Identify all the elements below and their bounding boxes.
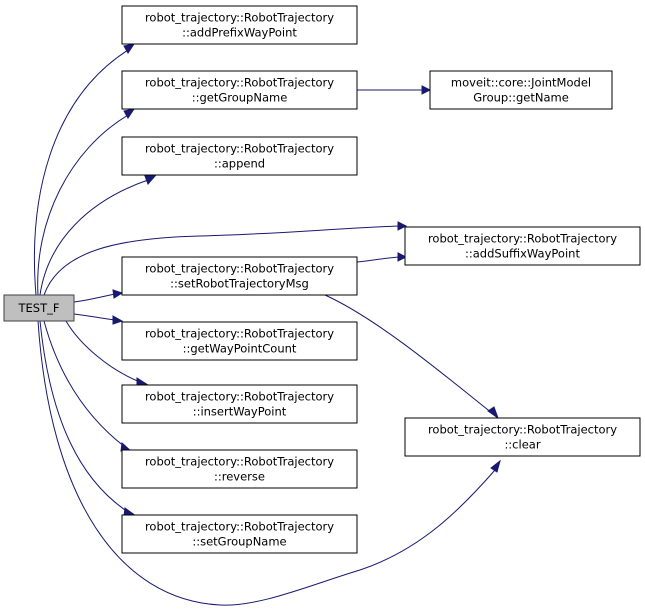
edge-line	[37, 320, 496, 606]
node-label-line: ::reverse	[214, 470, 265, 484]
edge-line	[39, 179, 149, 296]
edges-layer	[33, 43, 501, 606]
node-setRobotTrajectoryMsg[interactable]: robot_trajectory::RobotTrajectory::setRo…	[121, 256, 358, 296]
node-label-line: ::addPrefixWayPoint	[182, 26, 297, 40]
node-box[interactable]	[121, 136, 358, 176]
arrowhead-icon	[112, 289, 124, 299]
node-label-line: ::append	[214, 157, 265, 171]
node-label-line: ::insertWayPoint	[193, 405, 287, 419]
node-label-line: Group::getName	[473, 91, 569, 105]
node-box[interactable]	[121, 384, 358, 424]
node-addPrefixWayPoint[interactable]: robot_trajectory::RobotTrajectory::addPr…	[121, 5, 358, 45]
edge-line	[37, 114, 129, 296]
edge-setRobotTrajectoryMsg-to-clear	[324, 294, 500, 420]
node-label-line: robot_trajectory::RobotTrajectory	[145, 455, 334, 469]
node-label-line: robot_trajectory::RobotTrajectory	[145, 520, 334, 534]
node-test_f: TEST_F	[3, 294, 75, 322]
node-getGroupName[interactable]: robot_trajectory::RobotTrajectory::getGr…	[121, 70, 358, 110]
node-append[interactable]: robot_trajectory::RobotTrajectory::appen…	[121, 136, 358, 176]
arrowhead-icon	[487, 406, 500, 420]
node-box[interactable]	[429, 70, 613, 110]
arrowhead-icon	[397, 221, 408, 231]
node-box[interactable]	[121, 449, 358, 489]
arrowhead-icon	[490, 459, 501, 473]
node-label-line: ::getGroupName	[192, 91, 288, 105]
node-label-line: TEST_F	[18, 301, 60, 315]
edge-test_f-to-append	[39, 175, 157, 296]
node-box	[3, 294, 75, 322]
node-box[interactable]	[121, 514, 358, 554]
node-label-line: ::addSuffixWayPoint	[465, 247, 580, 261]
node-clear[interactable]: robot_trajectory::RobotTrajectory::clear	[404, 417, 641, 457]
edge-line	[73, 313, 116, 321]
node-label-line: ::setGroupName	[192, 535, 286, 549]
node-getWayPointCount[interactable]: robot_trajectory::RobotTrajectory::getWa…	[121, 321, 358, 361]
node-box[interactable]	[404, 226, 641, 266]
node-label-line: robot_trajectory::RobotTrajectory	[428, 423, 617, 437]
edge-setRobotTrajectoryMsg-to-addSuffixWayPoint	[356, 252, 408, 263]
edge-test_f-to-setRobotTrajectoryMsg	[73, 289, 124, 303]
node-box[interactable]	[121, 70, 358, 110]
arrowhead-icon	[397, 252, 408, 262]
edge-line	[43, 225, 401, 296]
edge-test_f-to-addSuffixWayPoint	[43, 221, 408, 296]
edge-test_f-to-addPrefixWayPoint	[33, 43, 136, 296]
node-label-line: ::clear	[504, 438, 540, 452]
edge-line	[39, 320, 129, 513]
edge-line	[43, 320, 126, 448]
node-label-line: robot_trajectory::RobotTrajectory	[145, 76, 334, 90]
edge-test_f-to-setGroupName	[39, 320, 138, 517]
edge-getGroupName-to-jmgGetName	[357, 85, 432, 95]
edge-line	[65, 320, 141, 383]
node-box[interactable]	[121, 321, 358, 361]
edge-line	[356, 256, 401, 263]
node-label-line: robot_trajectory::RobotTrajectory	[145, 142, 334, 156]
arrowhead-icon	[112, 315, 124, 325]
node-box[interactable]	[121, 256, 358, 296]
node-label-line: robot_trajectory::RobotTrajectory	[145, 11, 334, 25]
node-label-line: robot_trajectory::RobotTrajectory	[145, 390, 334, 404]
node-box[interactable]	[121, 5, 358, 45]
node-addSuffixWayPoint[interactable]: robot_trajectory::RobotTrajectory::addSu…	[404, 226, 641, 266]
arrowhead-icon	[144, 175, 157, 185]
arrowhead-icon	[421, 85, 432, 95]
edge-test_f-to-getGroupName	[37, 108, 136, 296]
edge-test_f-to-getWayPointCount	[73, 313, 124, 325]
node-box[interactable]	[404, 417, 641, 457]
node-insertWayPoint[interactable]: robot_trajectory::RobotTrajectory::inser…	[121, 384, 358, 424]
edge-line	[73, 293, 116, 303]
node-reverse[interactable]: robot_trajectory::RobotTrajectory::rever…	[121, 449, 358, 489]
node-setGroupName[interactable]: robot_trajectory::RobotTrajectory::setGr…	[121, 514, 358, 554]
node-label-line: robot_trajectory::RobotTrajectory	[145, 327, 334, 341]
edge-test_f-to-reverse	[43, 320, 134, 453]
arrowhead-icon	[123, 43, 136, 54]
node-label-line: robot_trajectory::RobotTrajectory	[145, 262, 334, 276]
nodes-layer: TEST_Frobot_trajectory::RobotTrajectory:…	[3, 5, 641, 554]
node-label-line: ::getWayPointCount	[183, 342, 297, 356]
edge-line	[33, 49, 129, 296]
node-label-line: moveit::core::JointModel	[451, 76, 591, 90]
arrowhead-icon	[123, 108, 136, 119]
edge-test_f-to-clear	[37, 320, 501, 606]
node-label-line: robot_trajectory::RobotTrajectory	[428, 232, 617, 246]
edge-line	[324, 294, 493, 414]
node-label-line: ::setRobotTrajectoryMsg	[170, 277, 309, 291]
